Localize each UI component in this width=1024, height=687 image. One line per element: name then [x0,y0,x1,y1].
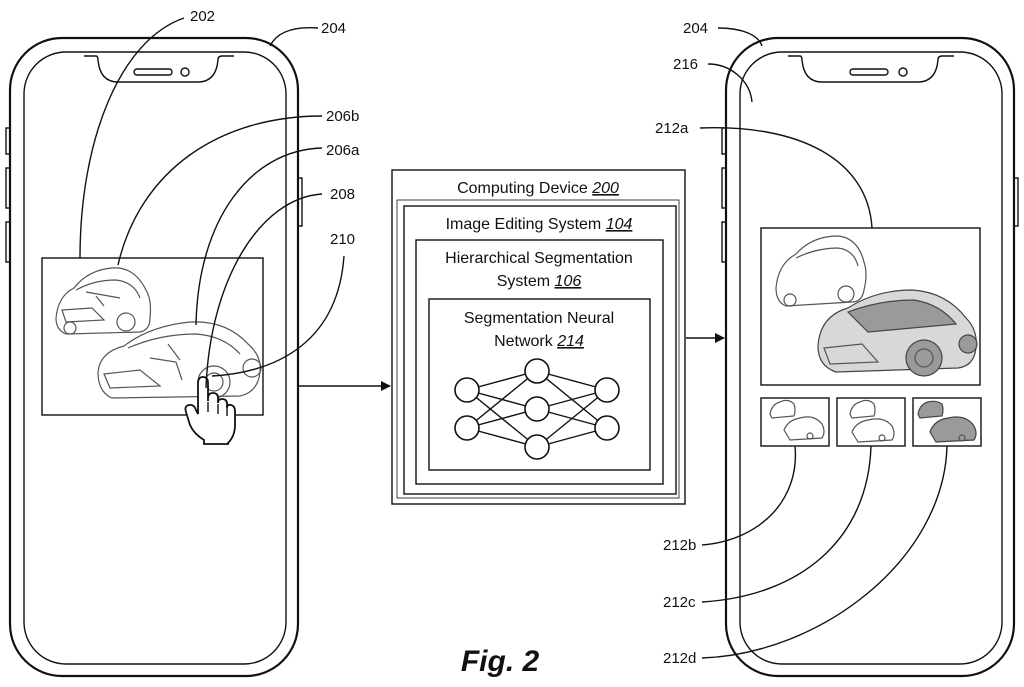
ref-204-left: 204 [321,20,346,37]
ref-216: 216 [673,56,698,73]
leader-204-left [270,28,318,46]
thumbnail-212b-cars [770,400,824,440]
large-car-sketch [98,322,261,398]
ref-212a: 212a [655,120,689,137]
left-input-image [42,258,263,415]
nn-node [595,378,619,402]
ref-208: 208 [330,186,355,203]
ref-202: 202 [190,8,215,25]
small-car-sketch [56,268,151,334]
neural-network-graph [455,359,619,459]
segmentation-network-label-line2: Network 214 [494,333,584,350]
left-phone-side-button-3 [6,222,10,262]
leader-206a [196,148,322,325]
right-phone-side-button-3 [722,222,726,262]
hierarchical-segmentation-label-line1: Hierarchical Segmentation [445,250,633,267]
right-phone-camera [899,68,907,76]
left-phone-side-button-2 [6,168,10,208]
nn-node [595,416,619,440]
leader-212d [702,446,947,658]
nn-node [525,435,549,459]
ref-212d: 212d [663,650,696,667]
leader-212b [702,446,795,545]
leader-208 [206,194,322,388]
thumbnail-212d-cars [918,401,976,442]
leader-202 [80,18,184,258]
right-phone-side-button-1 [722,128,726,154]
left-phone-power-button [298,178,302,226]
right-phone [700,28,1018,676]
ref-212c: 212c [663,594,696,611]
left-phone-speaker [134,69,172,75]
left-phone-side-button-1 [6,128,10,154]
computing-device-label: Computing Device 200 [457,180,619,197]
thumbnail-212c [837,398,905,446]
nn-edge [537,390,607,447]
figure-title: Fig. 2 [461,645,540,678]
ref-206b: 206b [326,108,359,125]
left-phone [6,18,344,676]
nn-node [525,359,549,383]
leader-206b [118,116,322,265]
leader-210 [212,256,344,376]
leader-216 [708,64,752,102]
thumbnail-212c-cars [850,400,894,442]
nn-node [455,378,479,402]
ref-204-right: 204 [683,20,708,37]
hand-pointer-icon [185,377,235,444]
image-editing-system-label: Image Editing System 104 [446,216,633,233]
right-phone-side-button-2 [722,168,726,208]
segmentation-network-label-line1: Segmentation Neural [464,310,614,327]
computing-device-block: Computing Device 200 Image Editing Syste… [392,170,685,504]
nn-node [525,397,549,421]
ref-210: 210 [330,231,355,248]
leader-212c [702,446,871,602]
hierarchical-segmentation-label-line2: System 106 [497,273,582,290]
left-phone-camera [181,68,189,76]
right-phone-speaker [850,69,888,75]
right-phone-power-button [1014,178,1018,226]
nn-node [455,416,479,440]
output-small-car-sketch [776,236,866,306]
nn-edge [467,371,537,428]
left-phone-outer-frame [10,38,298,676]
ref-212b: 212b [663,537,696,554]
ref-206a: 206a [326,142,360,159]
left-phone-screen-edge [24,52,286,664]
